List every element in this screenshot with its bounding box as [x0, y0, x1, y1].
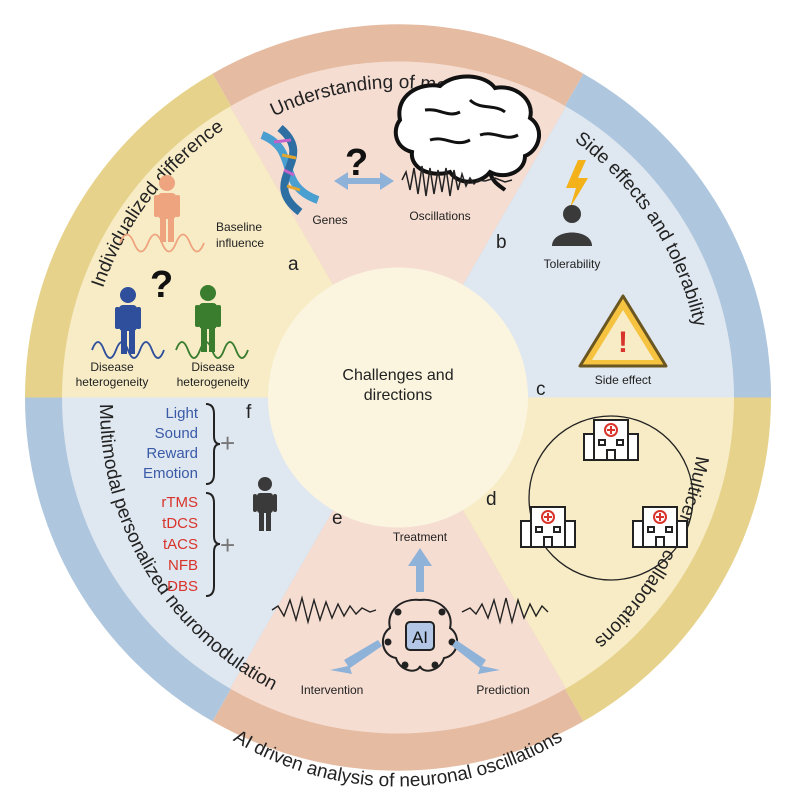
- side-effect-label: Side effect: [595, 373, 652, 387]
- sector-letter-d: d: [486, 489, 497, 510]
- disease1-line2: heterogeneity: [76, 375, 149, 389]
- sensory-item: Light: [165, 405, 198, 422]
- ai-wave-right: [461, 597, 549, 625]
- sector-b-content: Genes ? Oscillations: [260, 74, 541, 227]
- oscillation-wave: [401, 165, 513, 197]
- ai-chip-label: AI: [412, 628, 428, 647]
- sector-e-content: Treatment AI Intervention Prediction: [271, 530, 549, 697]
- sensory-item: Sound: [155, 425, 198, 442]
- dna-icon: [260, 124, 320, 216]
- treatment-label: Treatment: [393, 530, 448, 544]
- warning-triangle-icon: [578, 294, 668, 368]
- sector-b-question-mark: ?: [345, 142, 368, 184]
- disease2-line2: heterogeneity: [177, 375, 250, 389]
- disease1-line1: Disease: [90, 360, 134, 374]
- person-green-icon: [195, 285, 221, 352]
- genes-label: Genes: [312, 213, 347, 227]
- stimulation-bracket: [205, 492, 221, 597]
- ai-brain-icon: [381, 598, 459, 672]
- person-orange-icon: [154, 175, 180, 242]
- collaboration-circle: [528, 415, 694, 581]
- prediction-label: Prediction: [476, 683, 529, 697]
- arrow-down-right-icon: [452, 640, 500, 674]
- center-title-line2: directions: [364, 387, 432, 404]
- sensory-item: Reward: [146, 445, 198, 462]
- sector-letter-e: e: [332, 508, 343, 529]
- sensory-plus: +: [220, 428, 235, 458]
- stimulation-item: tDCS: [162, 515, 198, 532]
- orange-wave: [119, 233, 205, 253]
- warning-exclamation: !: [618, 326, 628, 359]
- sector-letter-f: f: [246, 402, 252, 423]
- tolerability-label: Tolerability: [544, 257, 601, 271]
- person-center-icon: [253, 477, 277, 531]
- stimulation-item: tACS: [163, 536, 198, 553]
- sector-a-content: Baseline influence ? Disease heterogenei…: [76, 175, 264, 389]
- sensory-item: Emotion: [143, 465, 198, 482]
- stimulation-item: DBS: [167, 578, 198, 595]
- sector-d-content: [520, 415, 694, 581]
- baseline-label: Baseline: [216, 220, 262, 234]
- stimulation-item: NFB: [168, 557, 198, 574]
- hospital-right-icon: [632, 506, 688, 548]
- sensory-bracket: [205, 403, 221, 485]
- influence-label: influence: [216, 236, 264, 250]
- sector-a-question-mark: ?: [150, 264, 173, 306]
- disease2-line1: Disease: [191, 360, 235, 374]
- hospital-top-icon: [583, 419, 639, 461]
- arrow-up-icon: [408, 548, 432, 592]
- sector-letter-c: c: [536, 379, 546, 400]
- brain-icon: [393, 74, 541, 192]
- ai-wave-left: [271, 595, 377, 625]
- arrow-down-left-icon: [330, 640, 382, 674]
- stimulation-item: rTMS: [161, 494, 198, 511]
- sector-f-content: Light Sound Reward Emotion + rTMS tDCS t…: [143, 403, 277, 597]
- inner-sector-e: [230, 397, 566, 734]
- sector-letter-a: a: [288, 254, 299, 275]
- intervention-label: Intervention: [301, 683, 364, 697]
- green-wave: [175, 341, 249, 359]
- hospital-left-icon: [520, 506, 576, 548]
- center-title-line1: Challenges and: [342, 367, 453, 384]
- person-tolerability-icon: [552, 205, 592, 246]
- center-circle: [268, 267, 528, 528]
- sector-c-content: Tolerability ! Side effect: [544, 160, 668, 387]
- sector-letter-b: b: [496, 232, 507, 253]
- stimulation-plus: +: [220, 530, 235, 560]
- bidirectional-arrow-icon: [334, 172, 394, 190]
- oscillations-label: Oscillations: [409, 209, 470, 223]
- blue-wave: [91, 341, 165, 359]
- lightning-icon: [566, 160, 588, 208]
